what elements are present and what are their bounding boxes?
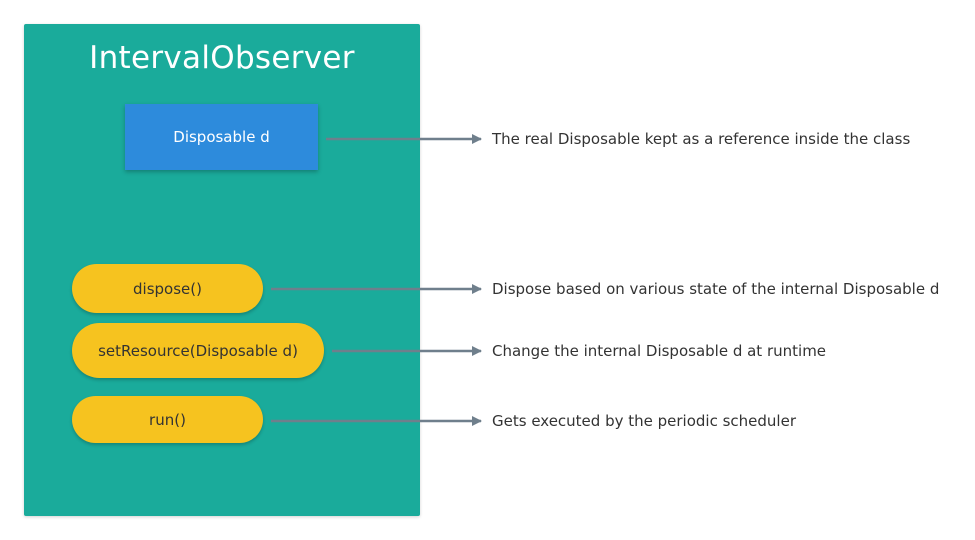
method-set-resource: setResource(Disposable d) <box>72 323 324 378</box>
description-set-resource: Change the internal Disposable d at runt… <box>492 342 827 360</box>
method-run: run() <box>72 396 263 443</box>
field-label: Disposable d <box>173 128 270 146</box>
method-set-resource-label: setResource(Disposable d) <box>98 341 298 360</box>
class-title: IntervalObserver <box>89 40 355 76</box>
description-dispose: Dispose based on various state of the in… <box>492 280 940 298</box>
field-disposable-d: Disposable d <box>125 104 318 170</box>
method-dispose: dispose() <box>72 264 263 313</box>
method-run-label: run() <box>149 410 186 429</box>
method-dispose-label: dispose() <box>133 279 202 298</box>
description-run: Gets executed by the periodic scheduler <box>492 412 796 430</box>
description-field: The real Disposable kept as a reference … <box>492 130 911 148</box>
